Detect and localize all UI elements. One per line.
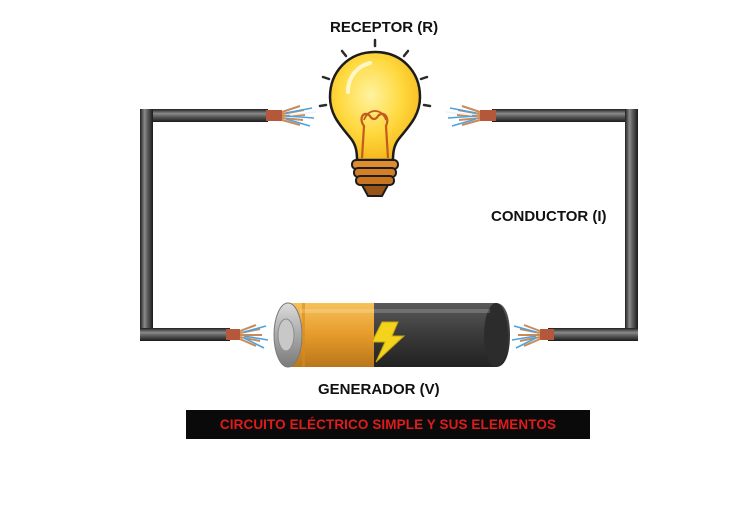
conductor-wires (140, 109, 638, 341)
wire-top-right (492, 109, 638, 122)
wire-end-bottom-right (511, 324, 554, 349)
receptor-label: RECEPTOR (R) (330, 19, 439, 36)
battery-icon (273, 302, 510, 368)
caption-banner: CIRCUITO ELÉCTRICO SIMPLE Y SUS ELEMENTO… (186, 410, 590, 439)
wire-top-left (140, 109, 268, 122)
wire-end-top-right (445, 105, 496, 127)
wire-left (140, 109, 153, 340)
wire-bottom-right (548, 328, 638, 341)
wire-bottom-left (140, 328, 230, 341)
light-bulb-icon (318, 38, 432, 197)
generador-label: GENERADOR (V) (318, 381, 440, 398)
wire-end-top-left (266, 105, 317, 127)
caption-text: CIRCUITO ELÉCTRICO SIMPLE Y SUS ELEMENTO… (219, 417, 557, 432)
bulb-rays (318, 38, 432, 108)
conductor-label: CONDUCTOR (I) (491, 208, 607, 225)
wire-end-bottom-left (226, 324, 269, 349)
wire-right (625, 109, 638, 340)
